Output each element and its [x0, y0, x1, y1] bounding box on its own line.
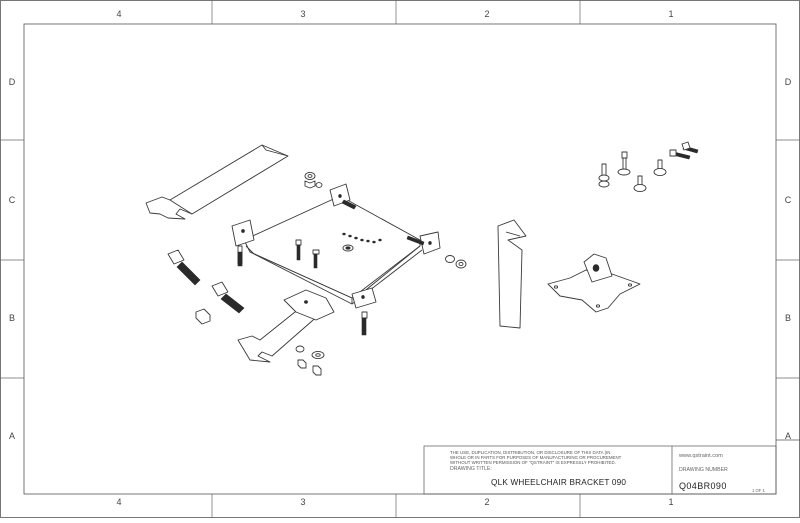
long-plate-lower	[237, 289, 335, 363]
sheet-number: 1 OF 1	[752, 488, 765, 493]
row-label-left-b: B	[8, 313, 15, 323]
row-label-right-d: D	[784, 77, 792, 87]
hook-bar	[497, 219, 527, 329]
lower-fasteners	[295, 345, 325, 376]
proprietary-notice-line-2: WHOLE OR IN PARTS FOR PURPOSES OF MANUFA…	[450, 455, 622, 460]
drawing-title: QLK WHEELCHAIR BRACKET 090	[491, 478, 627, 487]
row-label-right-b: B	[784, 313, 791, 323]
inner-border	[23, 23, 777, 495]
column-label-top-4: 4	[116, 9, 122, 19]
column-label-top-2: 2	[484, 9, 490, 19]
base-plate	[243, 195, 423, 305]
row-label-left-a: A	[8, 431, 15, 441]
drawing-number: Q04BR090	[679, 481, 727, 491]
column-label-top-3: 3	[300, 9, 306, 19]
row-label-right-c: C	[784, 195, 792, 205]
base-plate-fasteners	[237, 171, 467, 336]
base-plate-tabs	[231, 183, 441, 309]
column-label-bottom-3: 3	[300, 497, 306, 507]
drawing-title-label: DRAWING TITLE:	[450, 466, 492, 472]
company-website: www.qstraint.com	[679, 453, 723, 459]
drawing-number-label: DRAWING NUMBER	[679, 467, 728, 473]
long-plate-upper	[145, 144, 289, 220]
column-label-bottom-1: 1	[668, 497, 674, 507]
column-label-bottom-4: 4	[116, 497, 122, 507]
row-label-right-a: A	[784, 431, 791, 441]
row-label-left-c: C	[8, 195, 16, 205]
row-label-left-d: D	[8, 77, 16, 87]
bolt-kit	[598, 141, 699, 193]
hex-bolts	[167, 249, 245, 325]
column-label-top-1: 1	[668, 9, 674, 19]
proprietary-notice-line-1: THE USE, DUPLICATION, DISTRIBUTION, OR D…	[450, 450, 611, 455]
cross-mount-bracket	[547, 253, 641, 313]
proprietary-notice-line-3: WITHOUT WRITTEN PERMISSION OF "QSTRAINT"…	[450, 460, 616, 465]
column-label-bottom-2: 2	[484, 497, 490, 507]
title-block	[423, 439, 800, 495]
